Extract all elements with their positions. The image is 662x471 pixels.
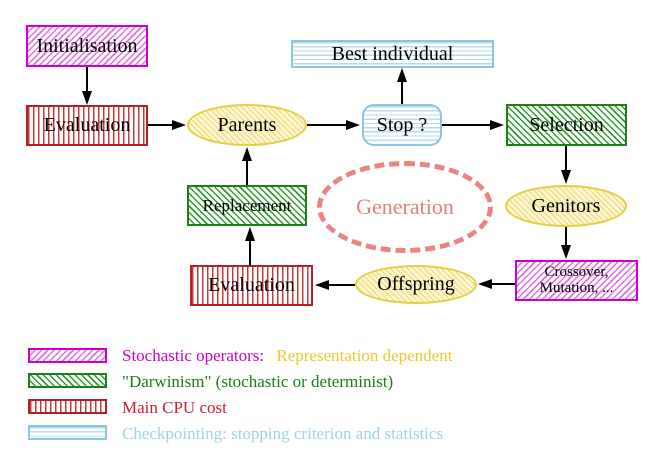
arrow-line [565, 146, 567, 171]
arrow-head-left [478, 279, 492, 289]
arrow-line [246, 160, 248, 185]
legend-text-part2: Representation dependent [276, 346, 453, 365]
arrow-head-up [397, 68, 407, 82]
node-label: Best individual [331, 42, 454, 65]
node-evaluation-top: Evaluation [26, 105, 148, 146]
node-label: Generation [356, 194, 454, 219]
node-evaluation-bottom: Evaluation [190, 265, 313, 306]
arrow-line [329, 284, 355, 286]
arrow-line [442, 124, 491, 126]
arrow-line [307, 124, 347, 126]
node-label: Evaluation [43, 114, 131, 136]
arrow-line [401, 81, 403, 104]
node-label: Initialisation [36, 34, 138, 57]
arrow-head-left [315, 280, 329, 290]
node-best-individual: Best individual [291, 40, 494, 68]
node-genitors: Genitors [505, 185, 627, 227]
legend-text-part1: Stochastic operators: [122, 346, 265, 365]
arrow-head-down [561, 245, 571, 259]
legend-label-darwinism: "Darwinism" (stochastic or determinist) [122, 372, 394, 391]
legend-swatch-stochastic-operators [28, 348, 107, 363]
legend-label-checkpointing: Checkpointing: stopping criterion and st… [122, 424, 444, 443]
node-label: Stop ? [376, 113, 428, 136]
arrow-head-down [561, 170, 571, 184]
node-offspring: Offspring [355, 265, 477, 304]
node-initialisation: Initialisation [26, 25, 148, 67]
node-label: Replacement [202, 195, 292, 215]
node-label: Selection [529, 113, 604, 136]
node-label: Evaluation [208, 274, 295, 296]
arrow-line [148, 124, 173, 126]
legend-swatch-darwinism [28, 373, 107, 388]
node-label: Genitors [531, 194, 601, 217]
node-replacement: Replacement [187, 185, 307, 226]
arrow-head-right [172, 120, 186, 130]
arrow-line [492, 283, 515, 285]
legend-label-stochastic-operators: Stochastic operators: Representation dep… [122, 346, 452, 366]
arrow-head-up [245, 227, 255, 241]
arrow-head-right [346, 120, 360, 130]
arrow-head-right [490, 120, 504, 130]
node-generation: Generation [317, 161, 493, 253]
arrow-head-down [82, 91, 92, 105]
arrow-line [249, 240, 251, 265]
node-selection: Selection [506, 104, 627, 146]
node-label: Offspring [377, 273, 455, 295]
legend-label-main-cpu-cost: Main CPU cost [122, 398, 227, 417]
legend-swatch-main-cpu-cost [28, 399, 107, 414]
node-crossover-mutation: Crossover, Mutation, ... [515, 260, 638, 301]
node-label-line2: Mutation, ... [539, 279, 614, 296]
arrow-line [565, 227, 567, 246]
node-stop: Stop ? [362, 104, 442, 146]
node-parents: Parents [187, 104, 307, 146]
legend-swatch-checkpointing [28, 425, 107, 440]
node-label-line1: Crossover, [544, 263, 609, 280]
arrow-line [86, 67, 88, 93]
node-label: Parents [217, 113, 277, 136]
arrow-head-up [242, 147, 252, 161]
